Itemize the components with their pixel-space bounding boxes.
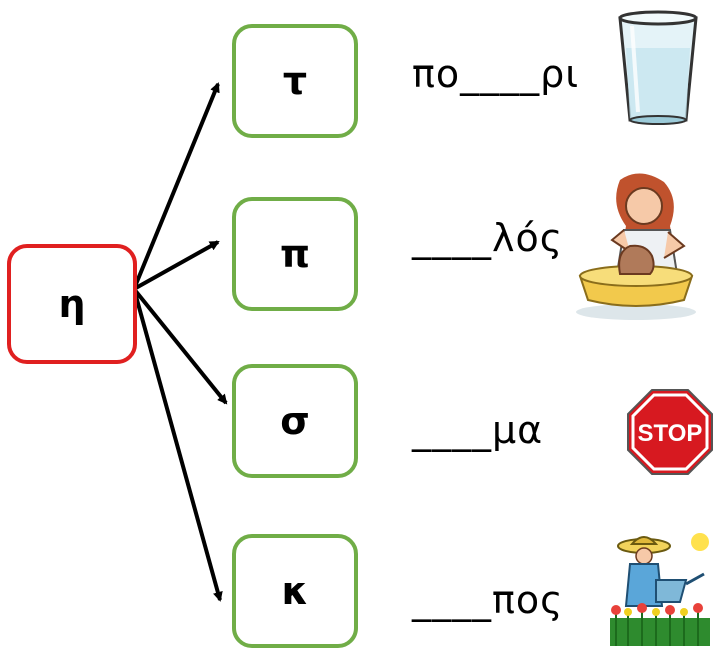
arrow-to-tau [132,82,220,290]
glass-of-water-icon [618,10,698,125]
stop-sign-text: STOP [638,420,703,447]
arrow-to-pi [133,240,220,291]
stop-sign-icon: STOP [627,389,713,475]
arrow-to-sigma [132,287,228,405]
arrow-to-kappa [132,288,223,602]
word-blank-1: πο____ρι [412,52,580,96]
target-box-sigma: σ [232,364,358,478]
potter-at-wheel-icon [576,173,696,320]
source-letter-box: η [7,244,137,364]
target-letter: κ [281,569,309,613]
target-letter: τ [282,59,308,103]
target-letter: σ [280,399,310,443]
word-blank-3: ____μα [412,408,544,452]
word-blank-2: ____λός [412,216,564,260]
word-blank-4: ____πος [412,578,564,622]
source-letter: η [58,282,86,326]
target-box-pi: π [232,197,358,311]
gardener-watering-icon [610,533,710,646]
target-letter: π [279,232,311,276]
target-box-kappa: κ [232,534,358,648]
target-box-tau: τ [232,24,358,138]
